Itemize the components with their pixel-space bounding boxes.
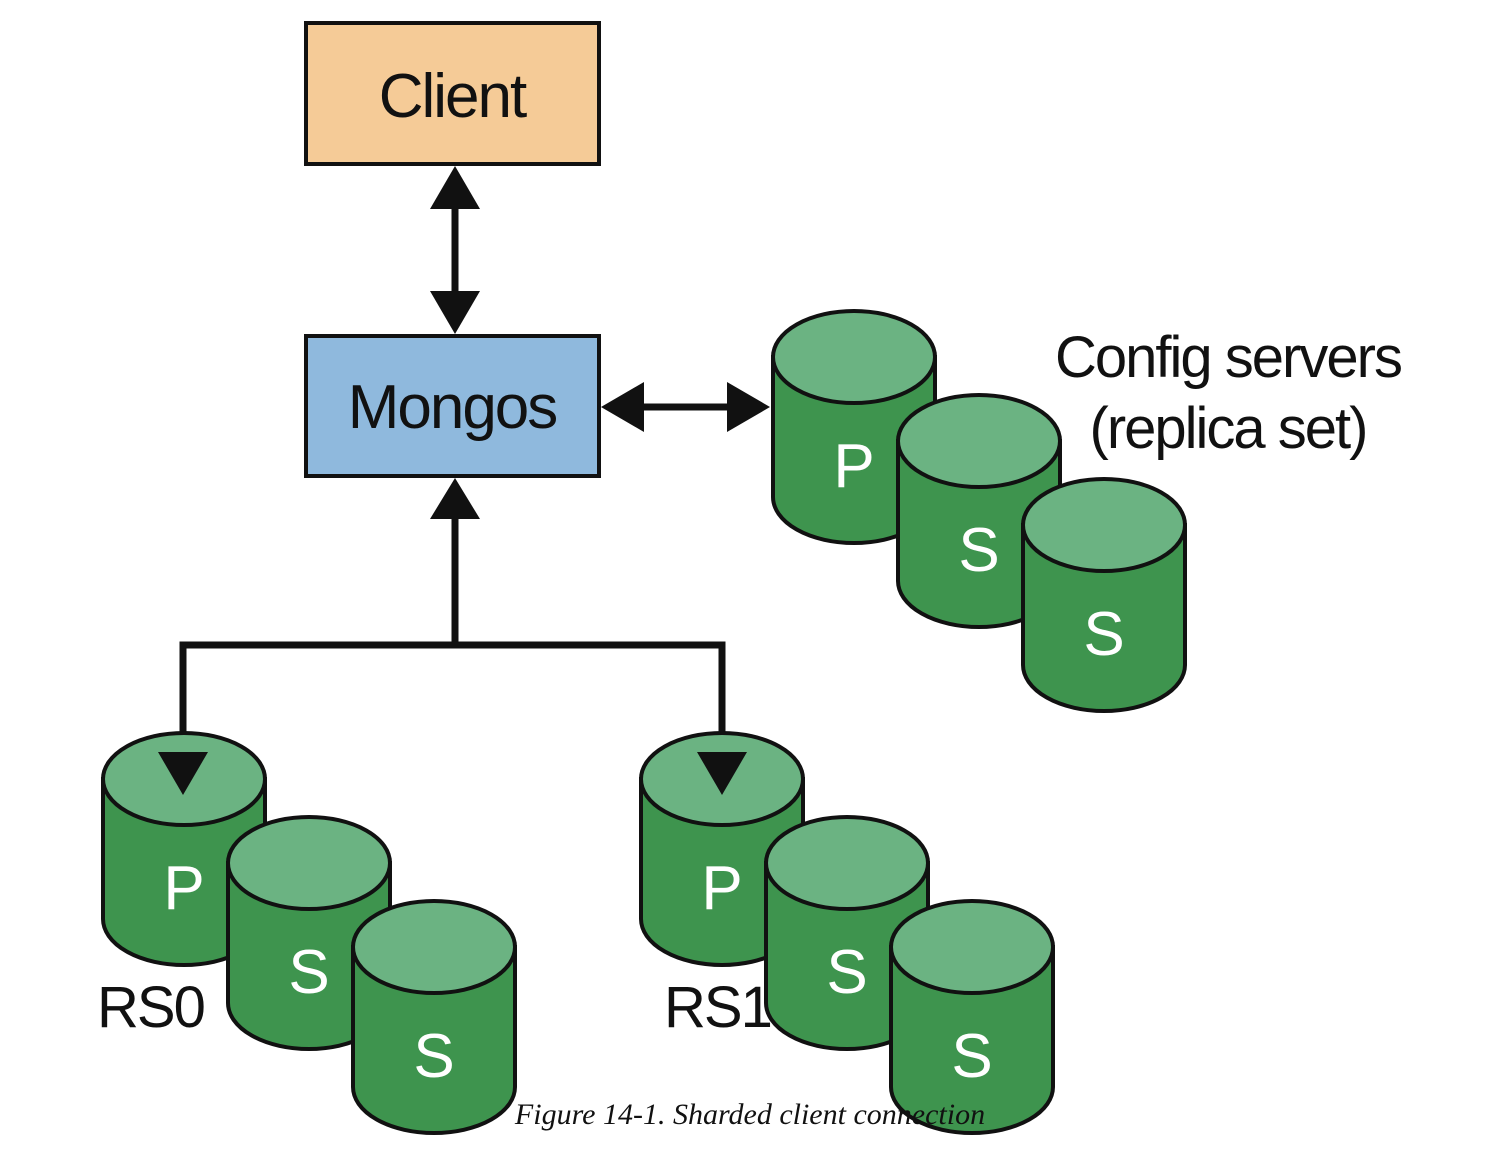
database-top <box>771 309 937 405</box>
rs0-secondary-1-database-icon: S <box>226 815 392 1051</box>
arrowhead-right-config <box>727 382 770 432</box>
rs1-group: P S S <box>639 731 1055 1135</box>
client-node: Client <box>304 21 601 166</box>
shard-arrowheads <box>158 752 747 795</box>
database-role-letter: S <box>288 938 329 1007</box>
arrowhead-down-rs1 <box>697 752 747 795</box>
config-label-line1: Config servers <box>1055 325 1401 390</box>
database-role-letter: S <box>1083 600 1124 669</box>
database-body <box>351 945 517 1135</box>
database-top <box>351 899 517 995</box>
rs0-label: RS0 <box>97 975 204 1040</box>
rs0-group: P S S <box>101 731 517 1135</box>
database-top <box>889 899 1055 995</box>
database-top <box>226 815 392 911</box>
mongos-label: Mongos <box>348 373 557 442</box>
arrowhead-left-mongos <box>601 382 644 432</box>
arrowhead-up-client <box>430 166 480 209</box>
database-role-letter: S <box>826 938 867 1007</box>
database-role-letter: S <box>958 516 999 585</box>
mongos-node: Mongos <box>304 334 601 478</box>
database-top <box>764 815 930 911</box>
arrowhead-down-mongos <box>430 291 480 334</box>
database-body <box>889 945 1055 1135</box>
mongos-box <box>304 334 601 478</box>
config-label-line2: (replica set) <box>1090 396 1367 461</box>
database-top <box>1021 477 1187 573</box>
rs1-secondary-2-database-icon: S <box>889 899 1055 1135</box>
database-role-letter: S <box>413 1022 454 1091</box>
database-role-letter: S <box>951 1022 992 1091</box>
config-servers-group: P S S <box>771 309 1187 713</box>
shard-branch-horizontal <box>179 641 726 760</box>
rs0-secondary-2-database-icon: S <box>351 899 517 1135</box>
figure-caption: Figure 14-1. Sharded client connection <box>514 1098 986 1131</box>
connections <box>179 166 770 760</box>
client-box <box>304 21 601 166</box>
config-primary-database-icon: P <box>771 309 937 545</box>
client-label: Client <box>379 62 527 131</box>
database-role-letter: P <box>833 432 874 501</box>
database-body <box>1021 523 1187 713</box>
database-role-letter: P <box>701 854 742 923</box>
database-top <box>896 393 1062 489</box>
arrowhead-up-mongos <box>430 478 480 519</box>
config-secondary-2-database-icon: S <box>1021 477 1187 713</box>
database-role-letter: P <box>163 854 204 923</box>
arrowhead-down-rs0 <box>158 752 208 795</box>
rs1-secondary-1-database-icon: S <box>764 815 930 1051</box>
rs1-label: RS1 <box>664 975 771 1040</box>
